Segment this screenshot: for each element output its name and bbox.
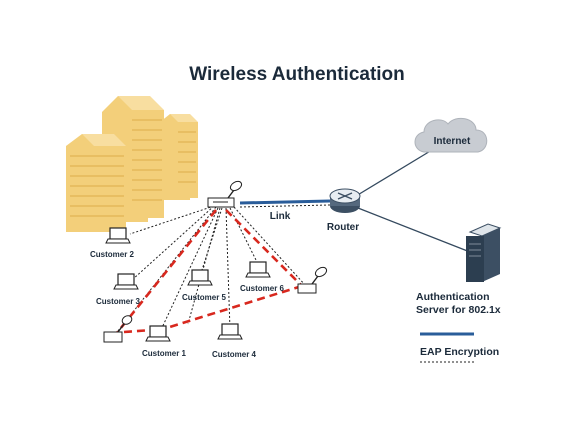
- server-icon: [466, 223, 502, 282]
- internet-cloud-icon: [414, 117, 488, 153]
- laptop-icon: [145, 325, 171, 342]
- customer-4-label: Customer 4: [212, 350, 257, 359]
- customer-6-label: Customer 6: [240, 284, 285, 293]
- legend-eap-label: EAP Encryption: [420, 346, 499, 358]
- laptop-icon: [105, 227, 131, 244]
- customer-2-label: Customer 2: [90, 250, 135, 259]
- laptop-icon: [245, 261, 271, 278]
- customer-1-label: Customer 1: [142, 349, 187, 358]
- legend: EAP Encryption: [420, 332, 499, 363]
- office-building-icon: [66, 96, 198, 232]
- internet-label: Internet: [434, 136, 471, 147]
- link-connection: [239, 199, 331, 208]
- customer-3-label: Customer 3: [96, 297, 141, 306]
- wireless-access-point-icon: [207, 180, 243, 208]
- laptop-icon: [113, 273, 139, 290]
- dotted-wireless-links: [113, 205, 307, 337]
- link-label: Link: [270, 211, 291, 222]
- router-label: Router: [327, 222, 359, 233]
- auth-server-label-line1: Authentication: [416, 291, 490, 303]
- auth-server-label-line2: Server for 802.1x: [416, 304, 501, 316]
- backbone-lines: [355, 149, 471, 253]
- router-icon: [329, 188, 361, 213]
- eap-encryption-paths: [114, 209, 303, 335]
- satellite-dish-icon: [103, 315, 133, 343]
- laptop-icon: [187, 269, 213, 286]
- laptop-icon: [217, 323, 243, 340]
- satellite-dish-icon: [297, 266, 328, 294]
- diagram-title: Wireless Authentication: [189, 64, 405, 85]
- customer-5-label: Customer 5: [182, 293, 227, 302]
